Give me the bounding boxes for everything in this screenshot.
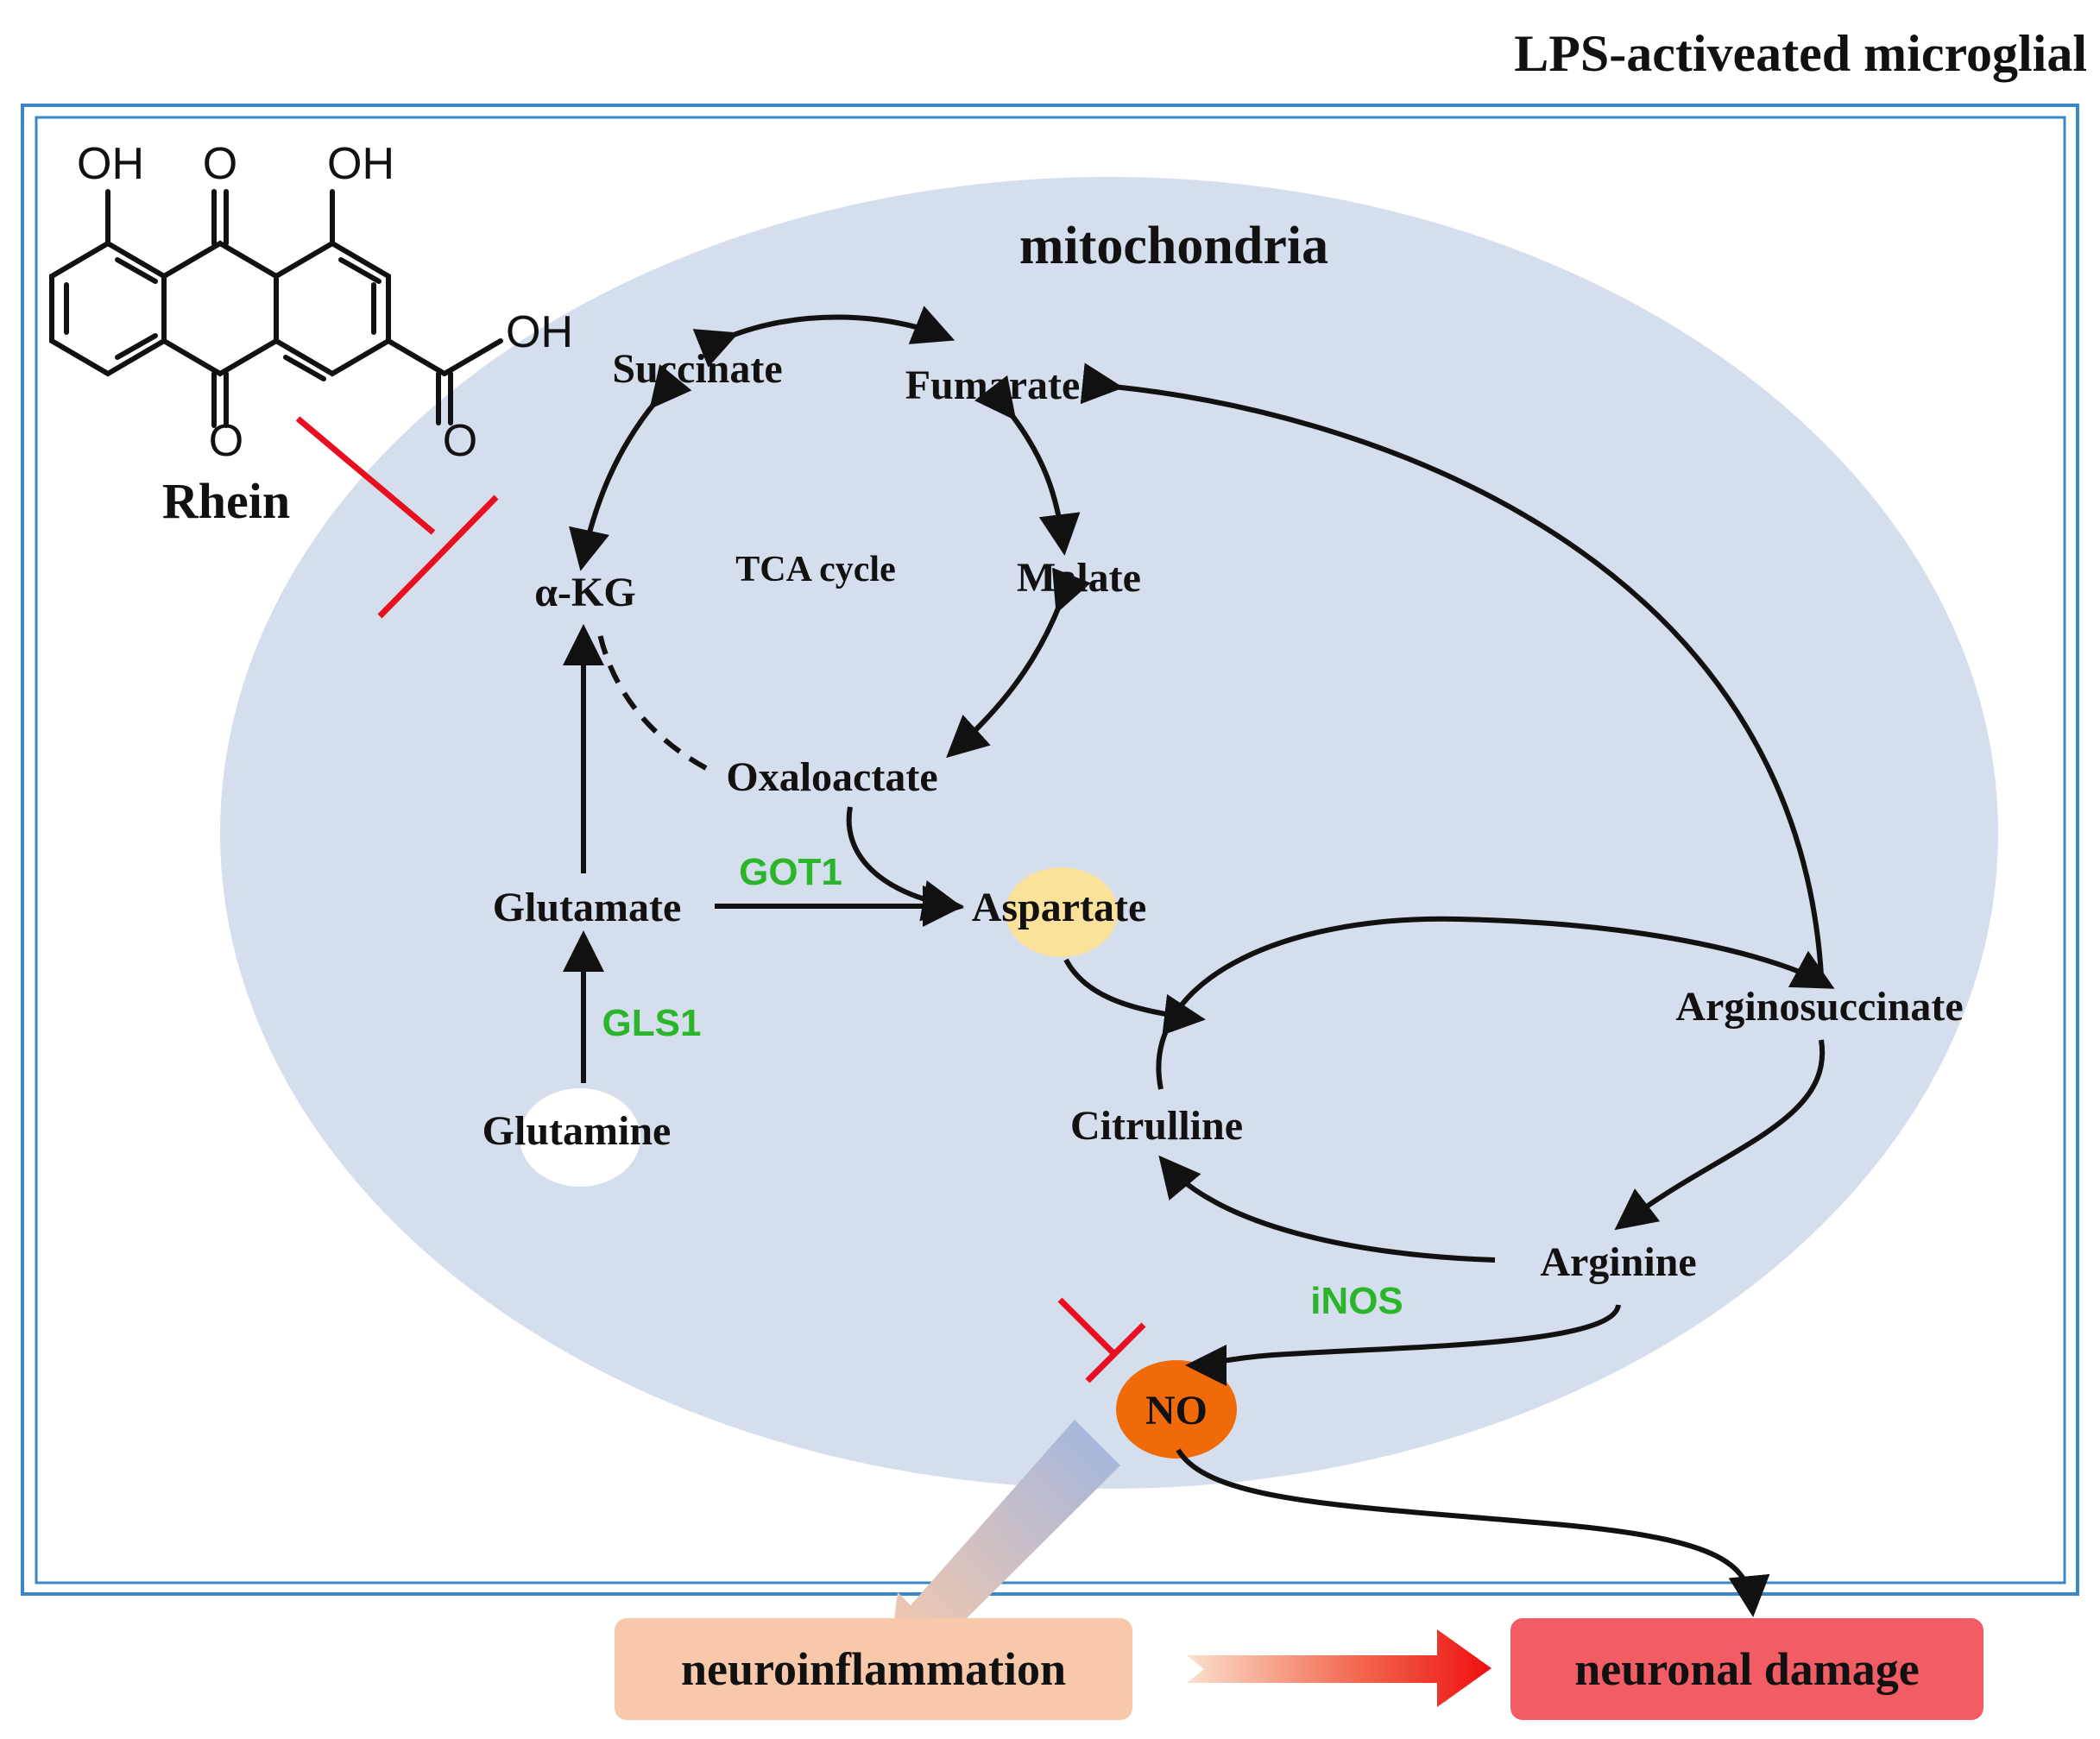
mitochondria-label: mitochondria [1019,217,1328,275]
arrow-fumarate-argininosuccinate [1080,362,1824,976]
rhein-atom-oh-left: OH [77,139,144,189]
rhein-atom-o-bottom: O [209,416,243,466]
rhein-atom-cooh-oh: OH [506,307,573,357]
cell-border-inner [35,116,2066,1585]
cell-border-outer [21,104,2079,1596]
arrow-no-neuronal-damage [1176,1448,1770,1617]
neuronal-damage-box [1510,1618,1983,1720]
arrow-aspartate-cycle [1063,958,1206,1036]
rhein-label: Rhein [162,473,290,529]
metabolite-citrulline: Citrulline [1070,1103,1243,1149]
rhein-inhibition-symbol [295,416,499,619]
metabolite-akg: α-KG [534,570,635,615]
arrow-succinate-fumarate [692,306,955,368]
rhein-structure: OH O OH OH O O [49,139,573,466]
arrow-oxaloacetate-aspartate [846,806,964,922]
metabolite-malate: Malate [1017,555,1141,601]
metabolite-argininosuccinate: Arginosuccinate [1675,984,1963,1030]
metabolite-oxaloacetate: Oxaloactate [726,754,937,800]
metabolite-fumarate: Fumarate [905,362,1081,408]
arrow-argininosuccinate-arginine [1614,1039,1826,1231]
metabolite-no: NO [1145,1388,1208,1433]
metabolite-glutamine: Glutamine [482,1108,672,1154]
enzyme-got1: GOT1 [739,851,842,893]
arrow-fumarate-malate [974,375,1081,556]
mitochondria-compartment [220,177,1998,1489]
rhein-atom-o-top: O [203,139,237,189]
arrow-no-neuroinflammation [889,1420,1120,1661]
metabolite-aspartate: Aspartate [972,885,1147,930]
neuroinflammation-box [615,1618,1132,1720]
arrow-succinate-akg [569,363,692,571]
rhein-atom-oh-right: OH [327,139,394,189]
glutamine-highlight [520,1088,640,1187]
no-inhibition-symbol [1057,1297,1146,1383]
rhein-atom-cooh-o: O [443,416,477,466]
enzyme-inos: iNOS [1310,1280,1403,1322]
neuronal-damage-label: neuronal damage [1574,1643,1920,1695]
arrow-arginine-no [1185,1304,1621,1386]
arrow-neuroinflammation-neuronal-damage [1187,1629,1491,1707]
metabolite-glutamate: Glutamate [493,885,682,930]
metabolite-succinate: Succinate [612,346,782,392]
diagram-title: LPS-activeated microglial [1514,25,2087,82]
arrow-arginine-citrulline [1158,1155,1496,1263]
arrow-malate-oxaloacetate [946,567,1091,759]
arrow-citrulline-argininosuccinate [1156,916,1835,1090]
enzyme-gls1: GLS1 [602,1002,702,1044]
metabolite-arginine: Arginine [1540,1239,1696,1285]
tca-cycle-label: TCA cycle [735,550,895,589]
aspartate-highlight [1006,867,1118,957]
neuroinflammation-label: neuroinflammation [681,1643,1066,1695]
